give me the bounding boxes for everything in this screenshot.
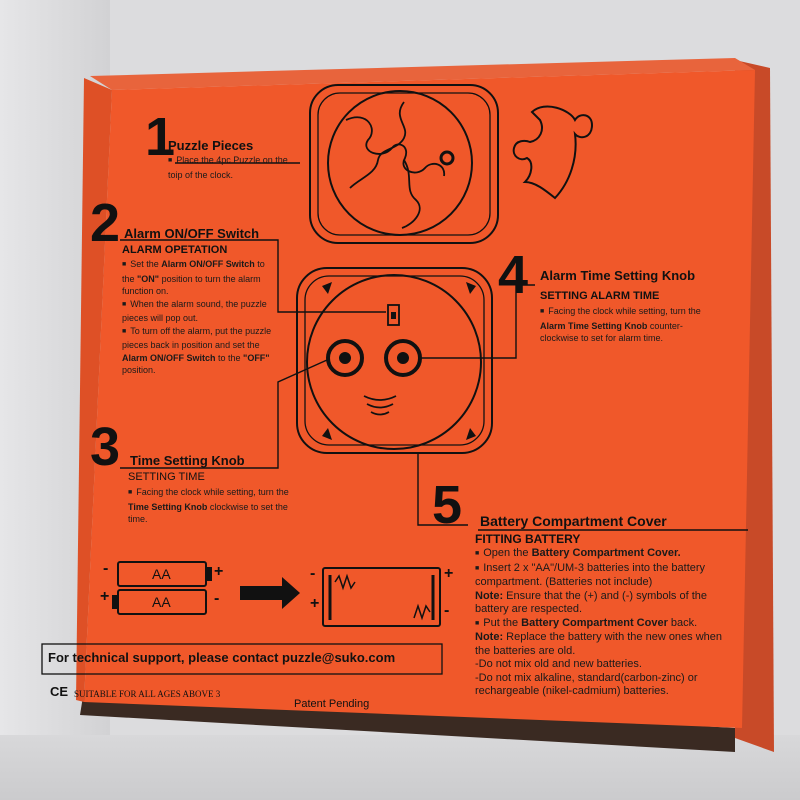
step-5-number: 5 <box>432 475 462 535</box>
puzzle-clock-illustration <box>309 84 499 244</box>
compartment-plus-1: + <box>444 565 454 582</box>
step-4-subtitle: SETTING ALARM TIME <box>540 290 660 302</box>
battery-label-1: AA <box>152 566 171 582</box>
support-text: For technical support, please contact pu… <box>48 650 396 665</box>
step-5-title: Battery Compartment Cover <box>480 513 667 529</box>
step-2-text: Set the Alarm ON/OFF Switch to the "ON" … <box>122 258 272 377</box>
battery-minus-1: - <box>103 560 109 577</box>
leader-lines <box>120 162 748 531</box>
step-3-title: Time Setting Knob <box>130 453 245 468</box>
compartment-minus-2: - <box>444 602 450 619</box>
clock-face-illustration <box>296 267 493 454</box>
battery-plus-1: + <box>214 563 224 580</box>
patent-text: Patent Pending <box>294 698 370 710</box>
age-warning: SUITABLE FOR ALL AGES ABOVE 3 <box>74 689 221 699</box>
support-frame <box>41 643 443 675</box>
battery-illustration <box>112 561 441 627</box>
step-2-number: 2 <box>90 193 120 253</box>
step-3-subtitle: SETTING TIME <box>128 471 205 483</box>
step-5-text: Open the Battery Compartment Cover. Inse… <box>475 547 737 699</box>
compartment-plus-2: + <box>310 595 320 612</box>
battery-minus-2: - <box>214 590 220 607</box>
box-top-face <box>90 58 755 90</box>
step-2-title: Alarm ON/OFF Switch <box>124 226 260 241</box>
battery-arrow-icon <box>240 577 300 609</box>
step-5-subtitle: FITTING BATTERY <box>475 532 581 546</box>
loose-puzzle-piece <box>512 105 594 200</box>
box-left-shading <box>76 78 112 702</box>
step-1-title: Puzzle Pieces <box>168 138 254 153</box>
battery-plus-2: + <box>100 588 110 605</box>
step-2-subtitle: ALARM OPETATION <box>122 244 228 256</box>
step-4-text: Facing the clock while setting, turn the… <box>540 305 720 345</box>
ce-mark: CE <box>50 684 69 699</box>
step-4-number: 4 <box>498 245 528 305</box>
battery-label-2: AA <box>152 594 171 610</box>
compartment-minus-1: - <box>310 565 316 582</box>
step-4-title: Alarm Time Setting Knob <box>540 268 696 283</box>
step-3-number: 3 <box>90 417 120 477</box>
step-3-text: Facing the clock while setting, turn the… <box>128 486 308 526</box>
step-1-text: Place the 4pc Puzzle on the toip of the … <box>168 154 303 181</box>
clock-screw-marks <box>322 282 476 440</box>
